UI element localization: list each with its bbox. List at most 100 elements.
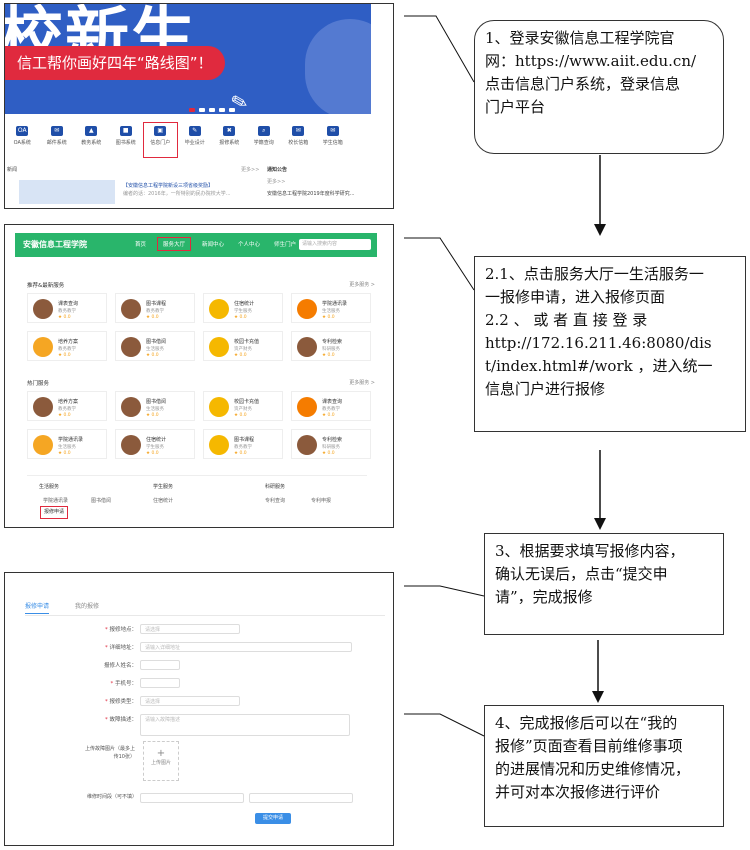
service-title: 课表查询 (58, 301, 79, 307)
service-card[interactable]: 校园卡充值资产财务★ 0.0 (203, 331, 283, 361)
service-icon (33, 397, 53, 417)
nav-portal[interactable]: 师生门户 (274, 242, 297, 248)
item-dorm-stats[interactable]: 住宿统计 (153, 498, 174, 504)
more-services-link[interactable]: 更多服务 > (349, 282, 375, 288)
service-card[interactable]: 培养方案教务教学★ 0.0 (27, 391, 107, 421)
service-rating: ★ 0.0 (234, 315, 247, 320)
step-4-line: 报修”页面查看目前维修事项 (495, 737, 683, 755)
service-card[interactable]: 住宿统计学生服务★ 0.0 (203, 293, 283, 323)
form-input[interactable] (140, 678, 180, 688)
portal-icon: ▣ (154, 126, 167, 136)
repair-apply-link[interactable]: 报修申请 (40, 506, 68, 519)
form-input[interactable]: 请选择 (140, 624, 240, 634)
item-book-borrow[interactable]: 图书借阅 (91, 498, 112, 504)
service-card[interactable]: 图书课程教务教学★ 0.0 (115, 293, 195, 323)
step-2-line: 信息门户进行报修 (485, 380, 606, 398)
required-mark: * (104, 717, 110, 723)
service-category: 科研服务 (322, 445, 340, 450)
form-input[interactable]: 请输入故障描述 (140, 714, 350, 736)
submit-button[interactable]: 提交申请 (255, 813, 291, 824)
service-rating: ★ 0.0 (322, 451, 335, 456)
academic-icon: ▲ (85, 126, 98, 136)
notice-more-link[interactable]: 更多>> (267, 179, 286, 185)
step-2-line: 2.1、点击服务大厅一生活服务一 (485, 265, 704, 283)
step-3-line: 确认无误后，点击“提交申 (495, 565, 668, 583)
required-mark: * (104, 699, 110, 705)
nav-service-hall[interactable]: 服务大厅 (157, 237, 192, 251)
service-card[interactable]: 课表查询教务教学★ 0.0 (291, 391, 371, 421)
system-library[interactable]: ■图书系统 (115, 126, 136, 146)
item-directory[interactable]: 学院通讯录 (43, 498, 69, 504)
carousel-dot[interactable] (199, 108, 205, 112)
form-input[interactable]: 请选择 (140, 696, 240, 706)
library-icon: ■ (119, 126, 132, 136)
banner-orb (305, 19, 371, 114)
news-more-link[interactable]: 更多>> (241, 167, 260, 173)
service-card[interactable]: 图书借阅生活服务★ 0.0 (115, 391, 195, 421)
tab-research-service[interactable]: 科研服务 (265, 484, 286, 490)
service-card[interactable]: 专利检索科研服务★ 0.0 (291, 331, 371, 361)
system-graduation[interactable]: ✎毕业设计 (184, 126, 205, 146)
service-card[interactable]: 学院通讯录生活服务★ 0.0 (291, 293, 371, 323)
form-label: * 手机号： (110, 681, 137, 687)
system-records[interactable]: ⌕学籍查询 (253, 126, 274, 146)
banner: 校新生 信工帮你画好四年“路线图”！ ✎ (5, 4, 371, 114)
carousel-dot[interactable] (219, 108, 225, 112)
service-card[interactable]: 住宿统计学生服务★ 0.0 (115, 429, 195, 459)
nav-personal[interactable]: 个人中心 (238, 242, 261, 248)
service-category: 教务教学 (58, 309, 76, 314)
form-input[interactable] (140, 660, 180, 670)
nav-news[interactable]: 新闻中心 (202, 242, 225, 248)
item-patent-apply[interactable]: 专利申报 (311, 498, 332, 504)
service-rating: ★ 0.0 (234, 353, 247, 358)
service-card[interactable]: 图书课程教务教学★ 0.0 (203, 429, 283, 459)
carousel-dots[interactable] (189, 108, 235, 112)
tab-repair-apply[interactable]: 报修申请 (25, 601, 50, 614)
service-title: 校园卡充值 (234, 399, 260, 405)
system-mail[interactable]: ✉邮件系统 (46, 126, 67, 146)
system-info-portal[interactable]: ▣信息门户 (143, 122, 178, 158)
service-card[interactable]: 校园卡充值资产财务★ 0.0 (203, 391, 283, 421)
carousel-dot[interactable] (229, 108, 235, 112)
carousel-dot[interactable] (209, 108, 215, 112)
service-card[interactable]: 学院通讯录生活服务★ 0.0 (27, 429, 107, 459)
search-input[interactable]: 请输入搜索内容 (299, 239, 371, 250)
tab-divider (25, 615, 385, 616)
news-item-title[interactable]: 【安徽信息工程学院新设三项省级奖励】 (123, 183, 214, 189)
service-icon (121, 397, 141, 417)
service-card[interactable]: 专利检索科研服务★ 0.0 (291, 429, 371, 459)
service-card[interactable]: 图书借阅生活服务★ 0.0 (115, 331, 195, 361)
service-icon (33, 435, 53, 455)
tab-my-repair[interactable]: 我的报修 (75, 603, 100, 610)
upload-image-button[interactable]: + 上传图片 (143, 741, 179, 781)
service-card[interactable]: 培养方案教务教学★ 0.0 (27, 331, 107, 361)
repair-time-end-select[interactable] (249, 793, 353, 803)
service-card[interactable]: 课表查询教务教学★ 0.0 (27, 293, 107, 323)
system-academic[interactable]: ▲教务系统 (81, 126, 102, 146)
step-3-line: 3、根据要求填写报修内容， (495, 542, 685, 560)
form-label: * 详细地址： (104, 645, 137, 651)
system-student-mail[interactable]: ✉学生信箱 (322, 126, 343, 146)
news-heading: 新闻 (7, 167, 18, 173)
notice-item[interactable]: 安徽信息工程学院2019年度科学研究... (267, 191, 355, 197)
item-patent-search[interactable]: 专利查询 (265, 498, 286, 504)
service-title: 专利检索 (322, 437, 343, 443)
section-hot: 热门服务 (27, 381, 50, 387)
service-icon (121, 435, 141, 455)
tab-life-service[interactable]: 生活服务 (39, 484, 60, 490)
nav-home[interactable]: 首页 (135, 242, 147, 248)
carousel-dot[interactable] (189, 108, 195, 112)
system-president-mail[interactable]: ✉校长信箱 (288, 126, 309, 146)
service-category: 生活服务 (58, 445, 76, 450)
repair-time-start-select[interactable] (140, 793, 244, 803)
tab-student-service[interactable]: 学生服务 (153, 484, 174, 490)
system-repair[interactable]: ✖报修系统 (219, 126, 240, 146)
more-services-link[interactable]: 更多服务 > (349, 380, 375, 386)
news-thumbnail[interactable] (19, 180, 115, 204)
step-1-note: 1、登录安徽信息工程学院官 网：https://www.aiit.edu.cn/… (474, 20, 724, 154)
form-input[interactable]: 请输入详细地址 (140, 642, 352, 652)
step-2-line: 2.2 、 或 者 直 接 登 录 (485, 311, 648, 329)
step-2-line: 一报修申请，进入报修页面 (485, 288, 666, 306)
